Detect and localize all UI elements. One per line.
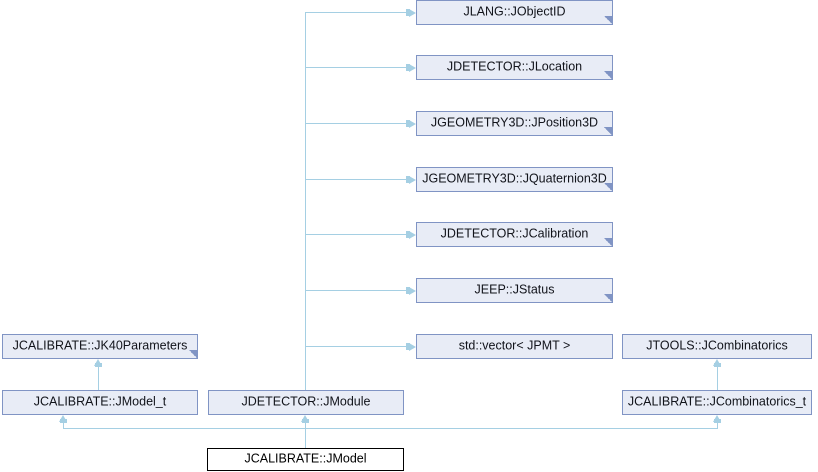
node-label: JCALIBRATE::JCombinatorics_t xyxy=(627,394,807,409)
edge-jmodule-to-jposition3d xyxy=(305,123,409,124)
arrowhead-jk40parameters xyxy=(94,359,102,366)
edge-jmodule-to-jobjectid xyxy=(305,12,409,13)
edge-stub-vectorjpmt xyxy=(406,343,410,350)
node-jdetector-jcalibration[interactable]: JDETECTOR::JCalibration xyxy=(416,222,613,247)
edge-jmodel-to-jmodel_t xyxy=(63,421,64,429)
edge-bus-jmodel xyxy=(63,428,718,429)
edge-jcombinatorics_t-to-jtoolsjcomb xyxy=(717,365,718,390)
arrowhead-jmodule xyxy=(301,415,309,422)
node-label: JCALIBRATE::JModel_t xyxy=(33,394,167,409)
node-label: JGEOMETRY3D::JPosition3D xyxy=(430,115,599,130)
arrowhead-jstatus xyxy=(409,287,416,295)
node-jdetector-jmodule[interactable]: JDETECTOR::JModule xyxy=(208,390,404,415)
edge-stub-jlocation xyxy=(406,64,410,71)
edge-jmodule-to-jlocation xyxy=(305,67,409,68)
node-jlang-jobjectid[interactable]: JLANG::JObjectID xyxy=(416,0,613,25)
node-jdetector-jlocation[interactable]: JDETECTOR::JLocation xyxy=(416,55,613,80)
node-label: JCALIBRATE::JModel xyxy=(244,451,367,466)
edge-stub-jstatus xyxy=(406,287,410,294)
node-label: JEEP::JStatus xyxy=(474,282,555,297)
node-label: JTOOLS::JCombinatorics xyxy=(646,338,788,353)
node-label: std::vector< JPMT > xyxy=(458,338,571,353)
node-jcalibrate-jmodel-t[interactable]: JCALIBRATE::JModel_t xyxy=(2,390,198,415)
node-jeep-jstatus[interactable]: JEEP::JStatus xyxy=(416,278,613,303)
node-label: JCALIBRATE::JK40Parameters xyxy=(12,338,188,353)
edge-trunk-jmodule xyxy=(305,12,306,390)
arrowhead-jposition3d xyxy=(409,120,416,128)
arrowhead-jmodel_t xyxy=(59,415,67,422)
node-label: JDETECTOR::JLocation xyxy=(446,59,583,74)
edge-stub-jposition3d xyxy=(406,120,410,127)
arrowhead-jcalibration xyxy=(409,231,416,239)
node-jgeometry3d-jposition3d[interactable]: JGEOMETRY3D::JPosition3D xyxy=(416,111,613,136)
node-jgeometry3d-jquaternion3d[interactable]: JGEOMETRY3D::JQuaternion3D xyxy=(416,167,613,192)
node-std-vector-jpmt[interactable]: std::vector< JPMT > xyxy=(416,334,613,359)
edge-stub-jquaternion3d xyxy=(406,176,410,183)
arrowhead-jquaternion3d xyxy=(409,176,416,184)
node-jcalibrate-jk40parameters[interactable]: JCALIBRATE::JK40Parameters xyxy=(2,334,198,359)
node-jcalibrate-jmodel[interactable]: JCALIBRATE::JModel xyxy=(207,448,404,471)
edge-stub-jcalibration xyxy=(406,231,410,238)
arrowhead-vectorjpmt xyxy=(409,343,416,351)
node-jcalibrate-jcombinatorics-t[interactable]: JCALIBRATE::JCombinatorics_t xyxy=(622,390,812,415)
edge-jmodule-to-jstatus xyxy=(305,290,409,291)
edge-jmodule-to-jcalibration xyxy=(305,234,409,235)
node-jtools-jcombinatorics[interactable]: JTOOLS::JCombinatorics xyxy=(622,334,812,359)
edge-jmodel-to-jmodule xyxy=(305,421,306,429)
node-label: JGEOMETRY3D::JQuaternion3D xyxy=(422,171,607,186)
node-label: JDETECTOR::JCalibration xyxy=(440,226,589,241)
edge-jmodule-to-jquaternion3d xyxy=(305,179,409,180)
edge-jmodel-to-jcombinatorics_t xyxy=(717,421,718,429)
node-label: JLANG::JObjectID xyxy=(463,4,566,19)
edge-jmodel-riser xyxy=(305,428,306,448)
node-label: JDETECTOR::JModule xyxy=(241,394,371,409)
arrowhead-jlocation xyxy=(409,64,416,72)
arrowhead-jcombinatorics_t xyxy=(713,415,721,422)
edge-jmodule-to-vectorjpmt xyxy=(305,346,409,347)
arrowhead-jobjectid xyxy=(409,9,416,17)
edge-stub-jobjectid xyxy=(406,9,410,16)
edge-jmodel_t-to-jk40parameters xyxy=(98,365,99,390)
arrowhead-jtoolsjcomb xyxy=(713,359,721,366)
